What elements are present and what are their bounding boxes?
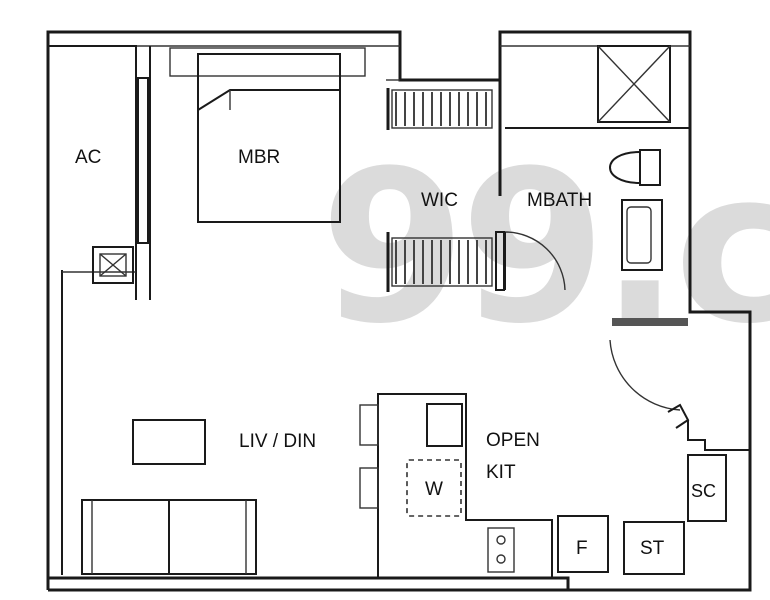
outer-walls — [46, 30, 752, 592]
label-mbr: MBR — [238, 147, 280, 168]
room-labels: AC MBR WIC MBATH LIV / DIN OPEN KIT W SC… — [75, 147, 716, 559]
label-ac: AC — [75, 147, 101, 168]
label-washer: W — [425, 479, 443, 500]
walk-in-closet — [386, 80, 505, 292]
living-furniture — [81, 419, 257, 575]
master-bath — [504, 45, 690, 326]
dining-table — [132, 419, 206, 465]
label-wic: WIC — [421, 190, 458, 211]
bed — [169, 47, 366, 223]
label-liv-din: LIV / DIN — [239, 431, 316, 452]
label-mbath: MBATH — [527, 190, 592, 211]
label-sc: SC — [691, 481, 716, 501]
label-kit: KIT — [486, 462, 516, 483]
entrance-door — [609, 339, 750, 451]
label-fridge: F — [576, 538, 588, 559]
ac-ledge — [48, 45, 151, 300]
label-open: OPEN — [486, 430, 540, 451]
label-store: ST — [640, 538, 665, 559]
kitchen — [359, 393, 727, 578]
